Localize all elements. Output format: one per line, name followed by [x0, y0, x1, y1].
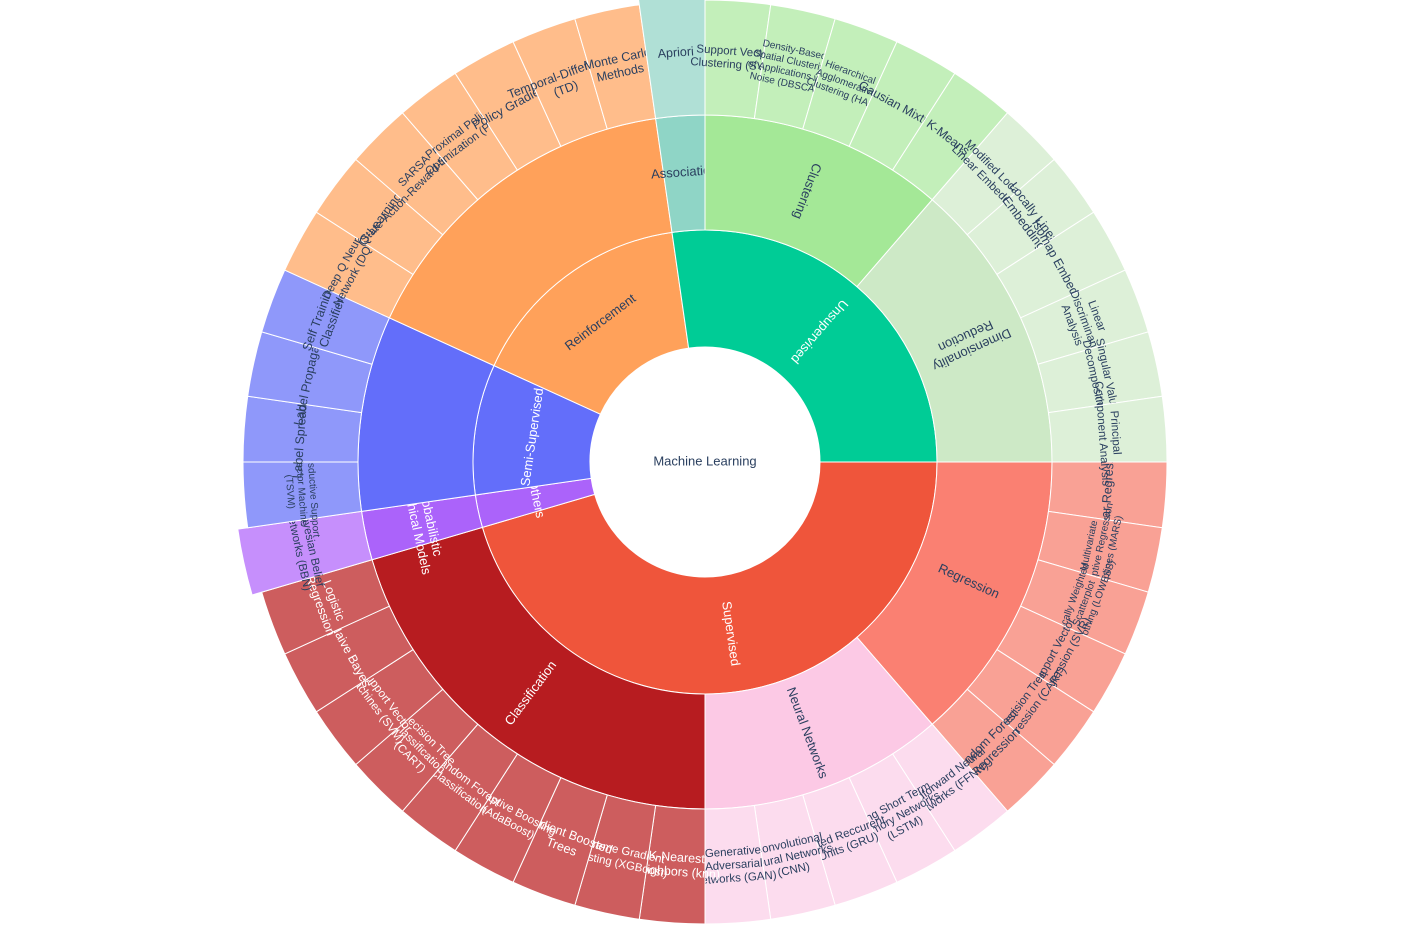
label-apriori: Apriori [657, 45, 694, 62]
segment-principal-component-analysis[interactable] [1047, 395, 1168, 463]
label-association: Association [651, 162, 718, 182]
label-generative-adversarial-networks-gan: GenerativeAdversarialNetworks (GAN) [691, 843, 777, 887]
label-transductive-support-vector-machine-tsvm: Transductive SupportVector Machine(TSVM) [281, 442, 322, 539]
label-k-nearest-neighbors-knn: K-NearestNeighbors (knn) [631, 847, 722, 882]
label-label-spreading: Label Spreading [291, 387, 311, 479]
root-label: Machine Learning [653, 453, 756, 468]
